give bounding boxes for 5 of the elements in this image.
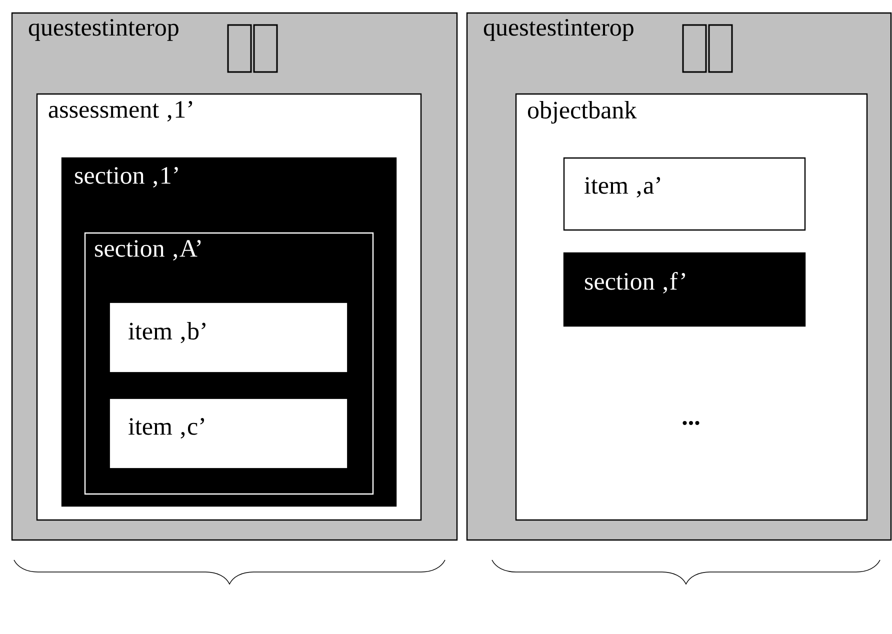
item-box: item ‚a’ [563, 157, 806, 231]
item-box: item ‚b’ [110, 302, 348, 372]
ellipsis: ... [682, 420, 700, 426]
item-box: item ‚c’ [110, 398, 348, 468]
section-box: section ‚f’ [563, 252, 806, 327]
